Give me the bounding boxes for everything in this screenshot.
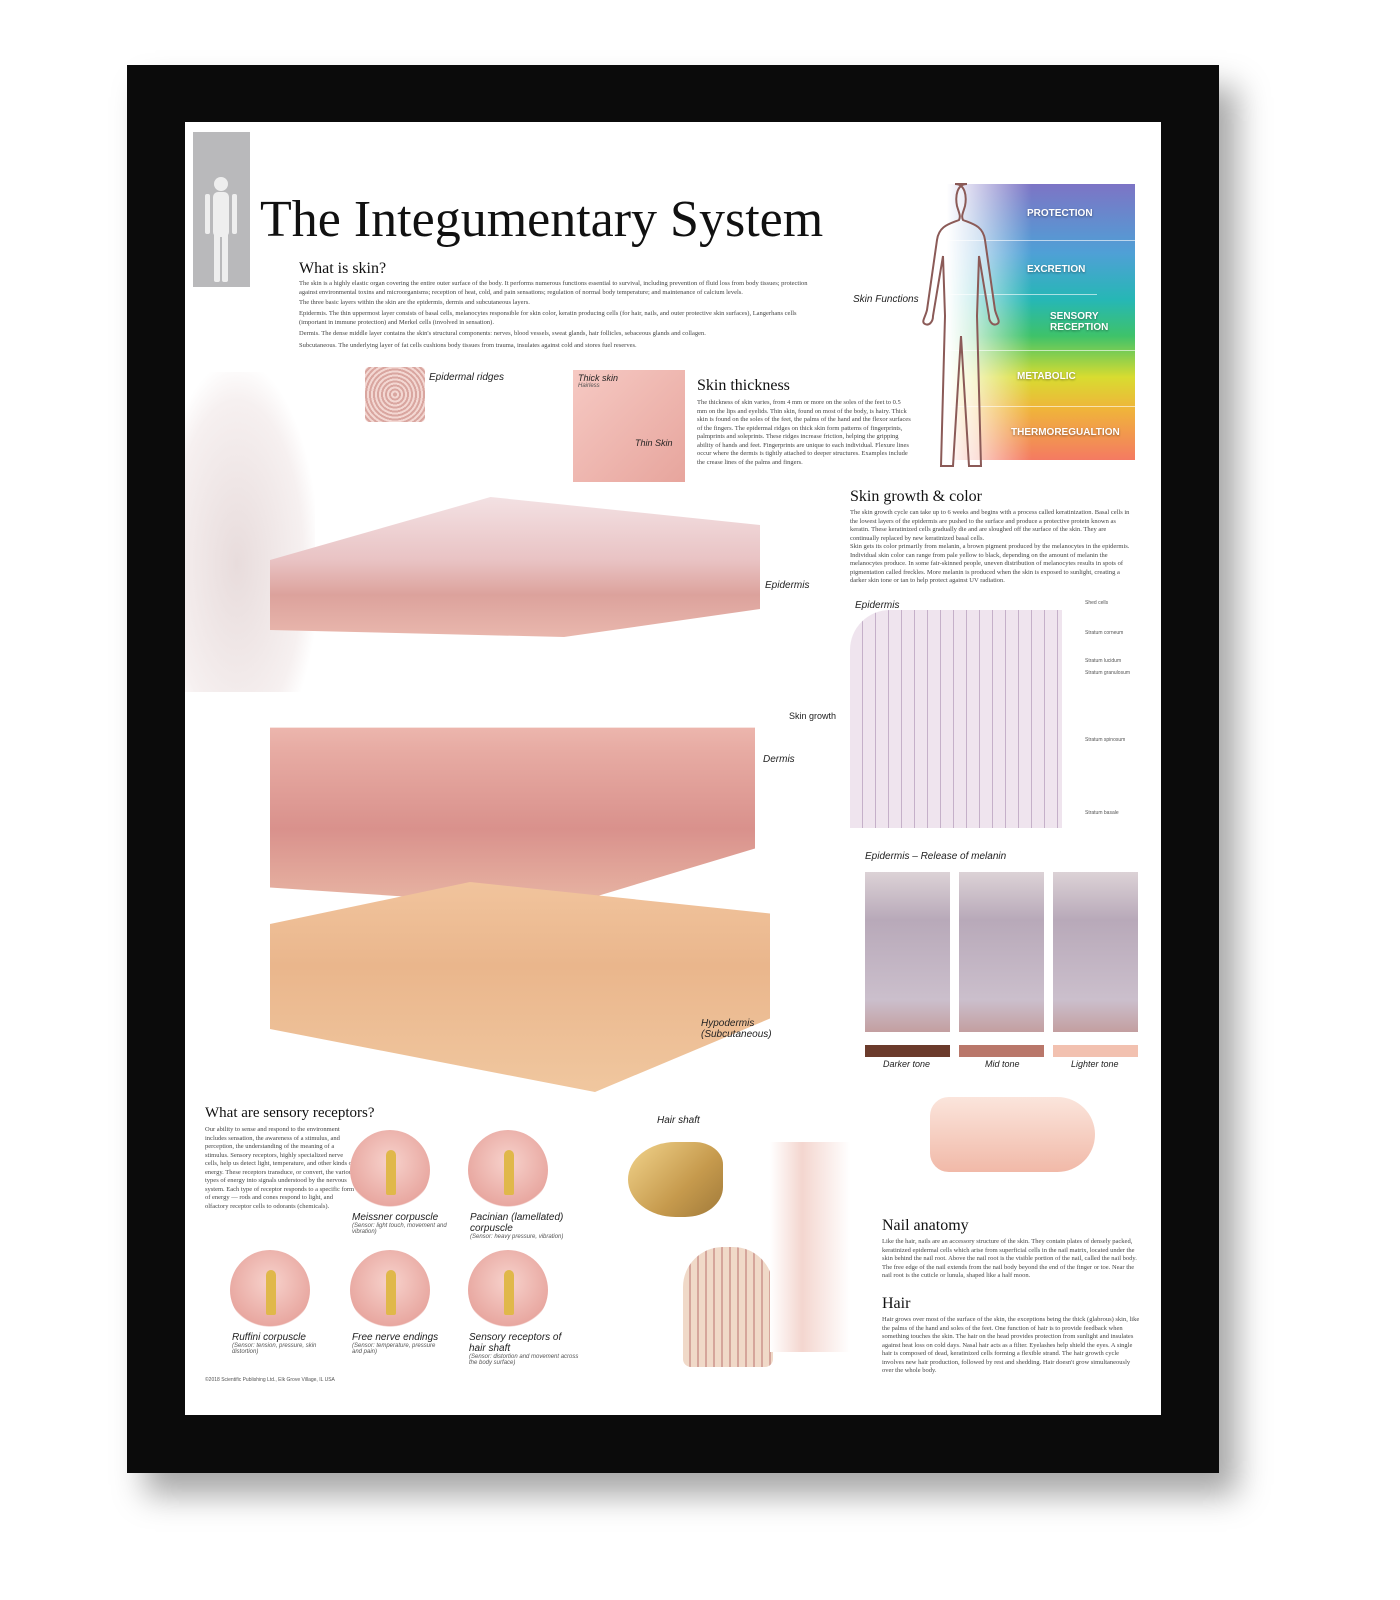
nail-illustration <box>930 1097 1095 1172</box>
hypodermis-label: Hypodermis(Subcutaneous) <box>701 1018 772 1040</box>
hair-heading: Hair <box>882 1295 911 1312</box>
melanin-panel-lighter <box>1053 872 1138 1032</box>
skin-thickness-heading: Skin thickness <box>697 377 790 394</box>
function-thermoregulation: THERMOREGUALTION <box>947 406 1135 438</box>
hypodermis-layer-illustration <box>270 882 770 1092</box>
hypodermis-text: Hypodermis <box>701 1018 755 1029</box>
pacinian-corpuscle-illustration <box>468 1130 548 1210</box>
stratum-label: Stratum spinosum <box>1085 737 1126 743</box>
thick-skin-text: Thick skin <box>578 373 619 383</box>
growth-epidermis-label: Epidermis <box>855 600 900 611</box>
skin-growth-p1: The skin growth cycle can take up to 6 w… <box>850 509 1130 542</box>
tone-swatch-mid <box>959 1045 1044 1057</box>
function-metabolic: METABOLIC <box>947 350 1135 382</box>
epidermis-layer-illustration <box>270 497 760 637</box>
thin-skin-label: Thin Skin <box>635 438 673 448</box>
hair-follicle-illustration <box>683 1247 773 1367</box>
human-figure-icon <box>193 132 250 287</box>
hand-illustration <box>185 372 315 692</box>
darker-tone-label: Darker tone <box>883 1059 931 1069</box>
melanin-panel-mid <box>959 872 1044 1032</box>
hair-skin-illustration <box>770 1142 850 1352</box>
receptor-name: Free nerve endings <box>352 1332 439 1343</box>
melanin-release-title: Epidermis – Release of melanin <box>865 851 1007 862</box>
what-is-skin-p3: Epidermis. The thin uppermost layer cons… <box>299 310 797 326</box>
receptor-name: Sensory receptors of hair shaft <box>469 1332 562 1354</box>
receptor-name: Ruffini corpuscle <box>232 1332 306 1343</box>
receptor-meissner: Meissner corpuscle(Sensor: light touch, … <box>352 1212 452 1235</box>
copyright: ©2018 Scientific Publishing Ltd., Elk Gr… <box>205 1377 335 1383</box>
skin-growth-heading: Skin growth & color <box>850 488 982 505</box>
dermis-label: Dermis <box>763 754 795 765</box>
receptor-hair-shaft: Sensory receptors of hair shaft(Sensor: … <box>469 1332 579 1366</box>
epidermis-label: Epidermis <box>765 580 810 591</box>
body-outline-icon <box>922 183 1000 467</box>
sensory-text: Our ability to sense and respond to the … <box>205 1126 355 1210</box>
free-nerve-endings-illustration <box>350 1250 430 1330</box>
receptor-note: (Sensor: temperature, pressure and pain) <box>352 1343 436 1355</box>
hair-shaft-crosssection-illustration <box>628 1142 723 1217</box>
receptor-name: Pacinian (lamellated) corpuscle <box>470 1212 564 1234</box>
poster: The Integumentary System What is skin? T… <box>185 122 1161 1415</box>
what-is-skin-p1: The skin is a highly elastic organ cover… <box>299 280 808 296</box>
function-excretion: EXCRETION <box>947 240 1135 275</box>
stratum-label: Shed cells <box>1085 600 1109 606</box>
receptor-note: (Sensor: heavy pressure, vibration) <box>470 1234 564 1240</box>
skin-functions-chart: PROTECTION EXCRETION SENSORY RECEPTION M… <box>922 183 1135 467</box>
what-is-skin-p2: The three basic layers within the skin a… <box>299 299 530 306</box>
skin-growth-p2: Skin gets its color primarily from melan… <box>850 543 1130 584</box>
fingerprint-illustration <box>365 367 425 422</box>
receptor-note: (Sensor: tension, pressure, skin distort… <box>232 1343 317 1355</box>
dermis-layer-illustration <box>270 727 755 907</box>
nail-anatomy-text: Like the hair, nails are an accessory st… <box>882 1238 1137 1279</box>
function-protection: PROTECTION <box>1027 208 1093 219</box>
hair-shaft-receptors-illustration <box>468 1250 548 1330</box>
receptor-pacinian: Pacinian (lamellated) corpuscle(Sensor: … <box>470 1212 580 1240</box>
poster-title: The Integumentary System <box>260 191 824 248</box>
sensory-heading: What are sensory receptors? <box>205 1105 375 1121</box>
mid-tone-label: Mid tone <box>985 1059 1020 1069</box>
what-is-skin-p4: Dermis. The dense middle layer contains … <box>299 330 706 337</box>
receptor-name: Meissner corpuscle <box>352 1212 439 1223</box>
epidermal-ridges-label: Epidermal ridges <box>429 372 505 383</box>
hair-text: Hair grows over most of the surface of t… <box>882 1316 1140 1374</box>
epidermis-cell-layers-illustration <box>850 610 1062 828</box>
stratum-label: Stratum corneum <box>1085 630 1124 636</box>
melanin-panel-darker <box>865 872 950 1032</box>
receptor-note: (Sensor: light touch, movement and vibra… <box>352 1223 447 1235</box>
what-is-skin-heading: What is skin? <box>299 260 387 277</box>
skin-thickness-text: The thickness of skin varies, from 4 mm … <box>697 399 911 466</box>
receptor-note: (Sensor: distortion and movement across … <box>469 1354 579 1366</box>
stratum-label: Stratum lucidum <box>1085 658 1122 664</box>
nail-anatomy-heading: Nail anatomy <box>882 1217 969 1234</box>
tone-swatch-darker <box>865 1045 950 1057</box>
receptor-ruffini: Ruffini corpuscle(Sensor: tension, press… <box>232 1332 322 1355</box>
function-sensory-reception: SENSORY RECEPTION <box>947 294 1108 333</box>
stratum-label: Stratum granulosum <box>1085 670 1131 676</box>
receptor-free-nerve: Free nerve endings(Sensor: temperature, … <box>352 1332 442 1355</box>
subcutaneous-text: (Subcutaneous) <box>701 1029 772 1040</box>
tone-swatch-lighter <box>1053 1045 1138 1057</box>
hair-shaft-label: Hair shaft <box>657 1115 700 1126</box>
ruffini-corpuscle-illustration <box>230 1250 310 1330</box>
what-is-skin-p5: Subcutaneous. The underlying layer of fa… <box>299 342 637 349</box>
skin-functions-label: Skin Functions <box>853 294 919 305</box>
hairless-text: Hairless <box>578 383 600 389</box>
meissner-corpuscle-illustration <box>350 1130 430 1210</box>
skin-growth-label: Skin growth <box>789 711 837 721</box>
stratum-label: Stratum basale <box>1085 810 1119 816</box>
lighter-tone-label: Lighter tone <box>1071 1059 1119 1069</box>
